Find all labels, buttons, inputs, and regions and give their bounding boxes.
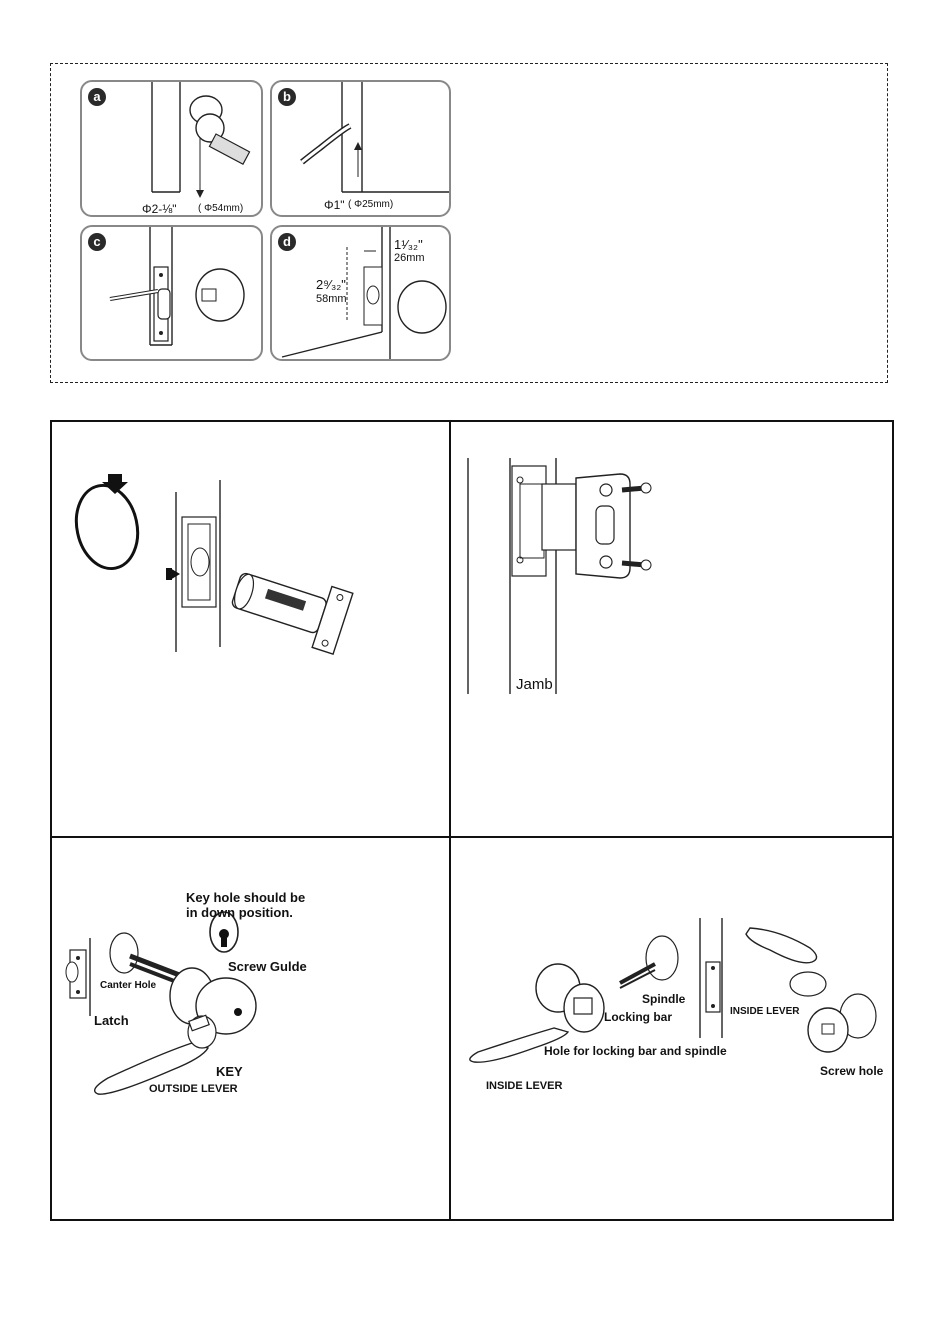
outside-lever-label: OUTSIDE LEVER (149, 1083, 238, 1095)
key-hole-note-line1: Key hole should be (186, 890, 305, 905)
panel-d: d 1¹⁄₃₂" 26mm 2⁹⁄₃₂" 58mm (270, 225, 451, 361)
step-outside-lever: Key hole should be in down position. Scr… (52, 838, 447, 1218)
panel-c-drawing (82, 227, 263, 361)
panel-a-drawing (82, 82, 263, 217)
screw-guide-label: Screw Gulde (228, 959, 307, 974)
panel-d-drawing (272, 227, 451, 361)
strike-plate-drawing (450, 422, 892, 834)
panel-a: a Φ2-⅛" ( Φ54mm) (80, 80, 263, 217)
panel-c: c (80, 225, 263, 361)
key-label: KEY (216, 1064, 243, 1079)
latch-label: Latch (94, 1013, 129, 1028)
edge-hole-diameter-label: Φ1" (324, 198, 345, 212)
step-latch-install (52, 422, 447, 834)
inside-lever-right-label: INSIDE LEVER (730, 1006, 799, 1017)
screw-hole-label: Screw hole (820, 1064, 883, 1078)
strike-width-mm: 26mm (394, 252, 425, 264)
hole-for-locking-bar-label: Hole for locking bar and spindle (544, 1044, 727, 1058)
locking-bar-label: Locking bar (604, 1010, 672, 1024)
strike-height-dimension: 2⁹⁄₃₂" (316, 277, 346, 292)
center-hole-label: Canter Hole (100, 980, 156, 991)
latch-install-drawing (52, 422, 447, 834)
inside-lever-left-label: INSIDE LEVER (486, 1080, 562, 1092)
step-strike-plate: Jamb (450, 422, 892, 834)
panel-b-drawing (272, 82, 451, 217)
panel-b: b Φ1" ( Φ25mm) (270, 80, 451, 217)
hole-diameter-mm: ( Φ54mm) (198, 203, 243, 214)
hole-diameter-label: Φ2-⅛" (142, 202, 177, 216)
strike-height-mm: 58mm (316, 293, 347, 305)
key-hole-note-line2: in down position. (186, 905, 293, 920)
edge-hole-diameter-mm: ( Φ25mm) (348, 199, 393, 210)
jamb-label: Jamb (516, 676, 553, 693)
step-inside-lever: Spindle Locking bar Hole for locking bar… (450, 838, 892, 1218)
spindle-label: Spindle (642, 992, 685, 1006)
strike-width-dimension: 1¹⁄₃₂" (394, 237, 423, 252)
inside-lever-drawing (450, 838, 892, 1218)
